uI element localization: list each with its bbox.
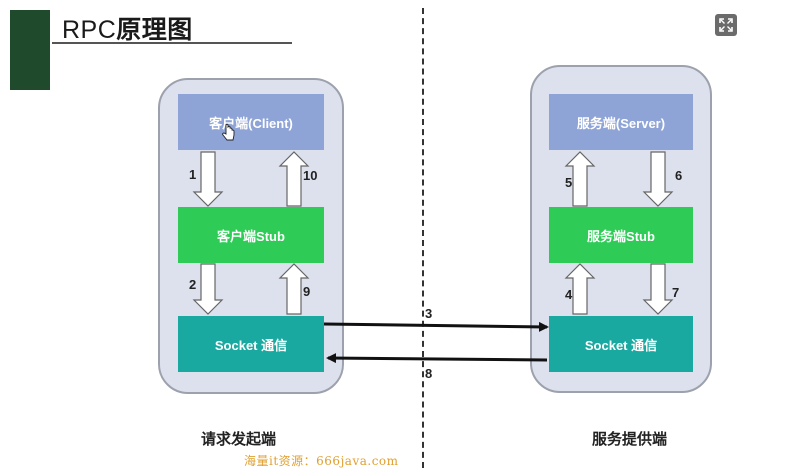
server-label: 服务端(Server) <box>576 115 666 131</box>
arrow-4-up <box>564 263 596 315</box>
network-divider <box>422 8 424 468</box>
server-stub-label: 服务端Stub <box>587 228 655 244</box>
hand-cursor-icon <box>222 123 235 141</box>
page-title: RPC原理图 <box>62 10 193 46</box>
expand-icon <box>719 18 733 32</box>
watermark-text: 海量it资源：666java.com <box>244 454 399 468</box>
step-3-label: 3 <box>425 306 433 321</box>
arrow-1-down <box>192 151 224 207</box>
server-socket-box: Socket 通信 <box>549 316 693 372</box>
server-stub-box: 服务端Stub <box>549 207 693 263</box>
arrow-9-up <box>278 263 310 315</box>
client-box: 客户端(Client) <box>178 94 324 150</box>
client-stub-box: 客户端Stub <box>178 207 324 263</box>
step-5-label: 5 <box>565 175 573 190</box>
step-8-label: 8 <box>425 366 433 381</box>
title-underline <box>52 42 292 44</box>
expand-button[interactable] <box>715 14 737 36</box>
step-9-label: 9 <box>303 284 311 299</box>
server-side-caption: 服务提供端 <box>592 431 668 448</box>
arrow-2-down <box>192 263 224 315</box>
client-side-caption: 请求发起端 <box>201 431 277 448</box>
client-socket-label: Socket 通信 <box>214 337 288 353</box>
arrow-7-down <box>642 263 674 315</box>
title-accent-block <box>10 10 50 90</box>
step-6-label: 6 <box>675 168 683 183</box>
client-stub-label: 客户端Stub <box>217 228 285 244</box>
title-prefix: RPC <box>62 16 117 44</box>
arrow-3-request <box>323 321 549 332</box>
step-1-label: 1 <box>189 167 197 182</box>
step-10-label: 10 <box>303 168 318 183</box>
step-2-label: 2 <box>189 277 197 292</box>
arrow-6-down <box>642 151 674 207</box>
arrow-5-up <box>564 151 596 207</box>
arrow-10-up <box>278 151 310 207</box>
client-socket-box: Socket 通信 <box>178 316 324 372</box>
step-7-label: 7 <box>672 285 680 300</box>
title-suffix: 原理图 <box>116 16 193 44</box>
server-socket-label: Socket 通信 <box>584 337 658 353</box>
server-box: 服务端(Server) <box>549 94 693 150</box>
arrow-8-response <box>326 353 548 364</box>
step-4-label: 4 <box>565 287 573 302</box>
